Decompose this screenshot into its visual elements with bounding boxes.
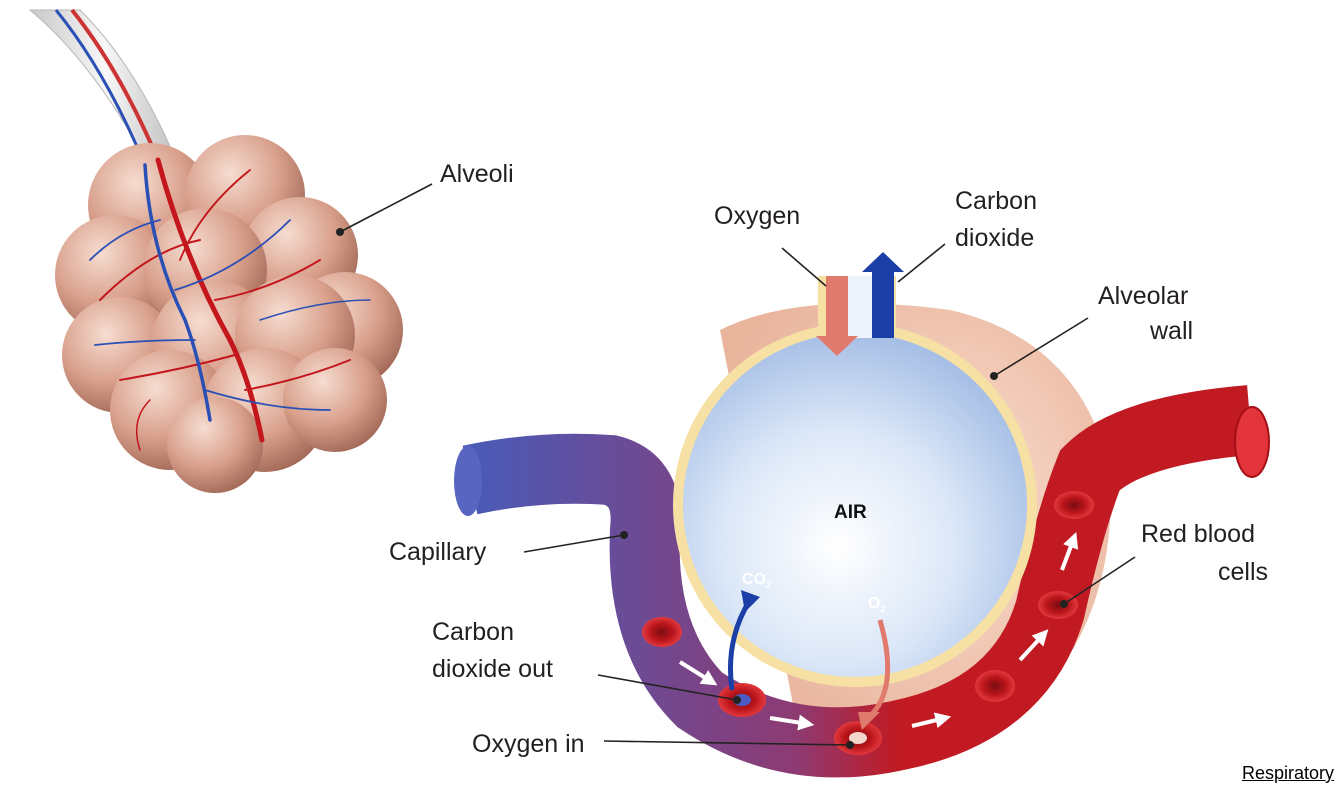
o2-mark: O2 <box>868 595 885 614</box>
carbon-dioxide-label-line1: Carbon <box>955 187 1037 215</box>
red-blood-cells-label-line1: Red blood <box>1141 520 1255 548</box>
capillary-blue-end <box>454 446 482 516</box>
capillary-label: Capillary <box>389 538 487 566</box>
oxygen-in-arrow <box>816 276 858 356</box>
oxygen-in-leader-line <box>603 740 851 746</box>
alveolar-wall-leader-line <box>993 317 1089 377</box>
alveolar-wall-label-line1: Alveolar <box>1098 282 1188 310</box>
o2-diffusion-arrow <box>866 619 891 720</box>
red-blood-cells <box>642 491 1094 755</box>
alveolus-air-space <box>683 333 1027 677</box>
alveoli-cluster <box>28 8 403 493</box>
respiratory-link[interactable]: Respiratory <box>1241 763 1334 783</box>
oxygen-leader-line <box>781 247 827 287</box>
co2-out-label-line2: dioxide out <box>432 655 553 683</box>
capillary-leader-line <box>523 534 625 553</box>
red-blood-cells-label-line2: cells <box>1218 558 1268 586</box>
co2-out-arrow <box>862 252 904 338</box>
capillary-red-end <box>1234 406 1270 478</box>
co2-mark: CO2 <box>742 571 771 590</box>
oxygen-in-label: Oxygen in <box>472 730 585 758</box>
carbon-dioxide-leader-line <box>897 243 946 283</box>
oxygen-label: Oxygen <box>714 202 800 230</box>
alveoli-leader-dot <box>336 228 344 236</box>
alveolus-detail <box>454 252 1270 778</box>
carbon-dioxide-label-line2: dioxide <box>955 224 1034 252</box>
alveoli-label: Alveoli <box>440 160 514 188</box>
alveoli-blood-vessels <box>89 157 371 451</box>
alveolar-wall-label-line2: wall <box>1149 317 1193 345</box>
air-label: AIR <box>834 502 867 523</box>
vein-branch <box>54 9 147 166</box>
alveoli-leader-line <box>339 183 433 233</box>
blood-flow-arrows <box>678 532 1079 731</box>
artery-branch <box>70 8 160 161</box>
co2-out-leader-line <box>597 674 738 701</box>
red-blood-cells-leader-line <box>1063 556 1136 605</box>
co2-out-label-line1: Carbon <box>432 618 514 646</box>
